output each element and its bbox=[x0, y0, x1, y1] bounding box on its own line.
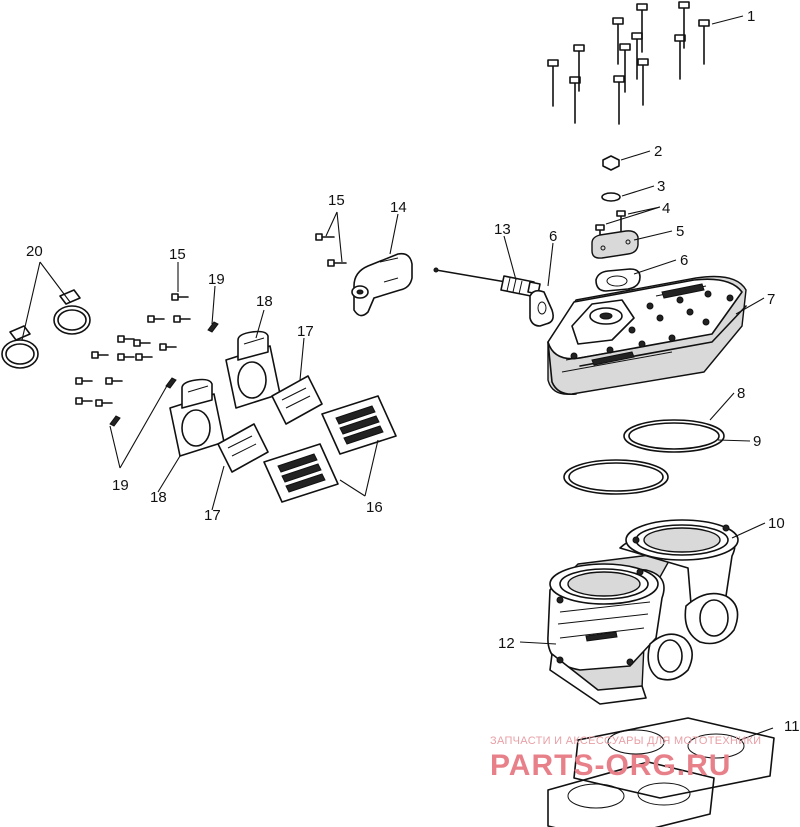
screws-part15-left bbox=[75, 293, 191, 407]
callout-13: 13 bbox=[494, 221, 511, 238]
clips-part19 bbox=[109, 321, 219, 427]
intake-flange-upper bbox=[225, 330, 281, 409]
leader-lines bbox=[21, 15, 774, 741]
nut-and-washer bbox=[601, 155, 621, 202]
temperature-sensor bbox=[433, 267, 541, 297]
gasket-part6-upper bbox=[595, 268, 641, 292]
thermostat-cover-part5 bbox=[591, 230, 639, 259]
callout-16: 16 bbox=[366, 499, 383, 516]
head-bolts bbox=[547, 1, 710, 125]
callout-10: 10 bbox=[768, 515, 785, 532]
callout-12: 12 bbox=[498, 635, 515, 652]
gasket-part6-sensor bbox=[529, 289, 554, 327]
callout-6-upper: 6 bbox=[680, 252, 688, 269]
callout-6-sensor: 6 bbox=[549, 228, 557, 245]
watermark-tagline: ЗАПЧАСТИ И АКСЕССУАРЫ ДЛЯ МОТОТЕХНИКИ bbox=[490, 735, 761, 747]
water-outlet bbox=[351, 252, 413, 317]
callout-1: 1 bbox=[747, 8, 755, 25]
callout-20: 20 bbox=[26, 243, 43, 260]
callout-15-left: 15 bbox=[169, 246, 186, 263]
reed-stop-lower bbox=[217, 423, 269, 473]
reed-valve-upper bbox=[321, 395, 397, 455]
callout-3: 3 bbox=[657, 178, 665, 195]
callout-2: 2 bbox=[654, 143, 662, 160]
callout-5: 5 bbox=[676, 223, 684, 240]
callout-8: 8 bbox=[737, 385, 745, 402]
cylinder-head bbox=[547, 275, 747, 396]
callout-15-top: 15 bbox=[328, 192, 345, 209]
callout-19-upper: 19 bbox=[208, 271, 225, 288]
callout-18-upper: 18 bbox=[256, 293, 273, 310]
reed-valve-lower bbox=[263, 443, 339, 503]
callout-17-lower: 17 bbox=[204, 507, 221, 524]
callout-9: 9 bbox=[753, 433, 761, 450]
hose-clamps bbox=[1, 289, 91, 369]
base-gaskets bbox=[547, 717, 775, 827]
watermark: ЗАПЧАСТИ И АКСЕССУАРЫ ДЛЯ МОТОТЕХНИКИ PA… bbox=[490, 735, 761, 782]
intake-flange-lower bbox=[169, 378, 225, 457]
watermark-logo: PARTS-ORG.RU bbox=[490, 749, 731, 782]
callout-14: 14 bbox=[390, 199, 407, 216]
cylinder-block bbox=[547, 519, 739, 705]
callout-19-lower: 19 bbox=[112, 477, 129, 494]
callout-18-lower: 18 bbox=[150, 489, 167, 506]
reed-stop-upper bbox=[271, 375, 323, 425]
screws-part15-top bbox=[315, 233, 347, 267]
callout-7: 7 bbox=[767, 291, 775, 308]
callout-labels: 1 2 3 4 5 6 6 7 8 9 10 11 12 13 14 15 15… bbox=[26, 8, 800, 735]
callout-4: 4 bbox=[662, 200, 670, 217]
callout-17-upper: 17 bbox=[297, 323, 314, 340]
head-gaskets bbox=[563, 419, 725, 495]
callout-11: 11 bbox=[784, 718, 800, 735]
